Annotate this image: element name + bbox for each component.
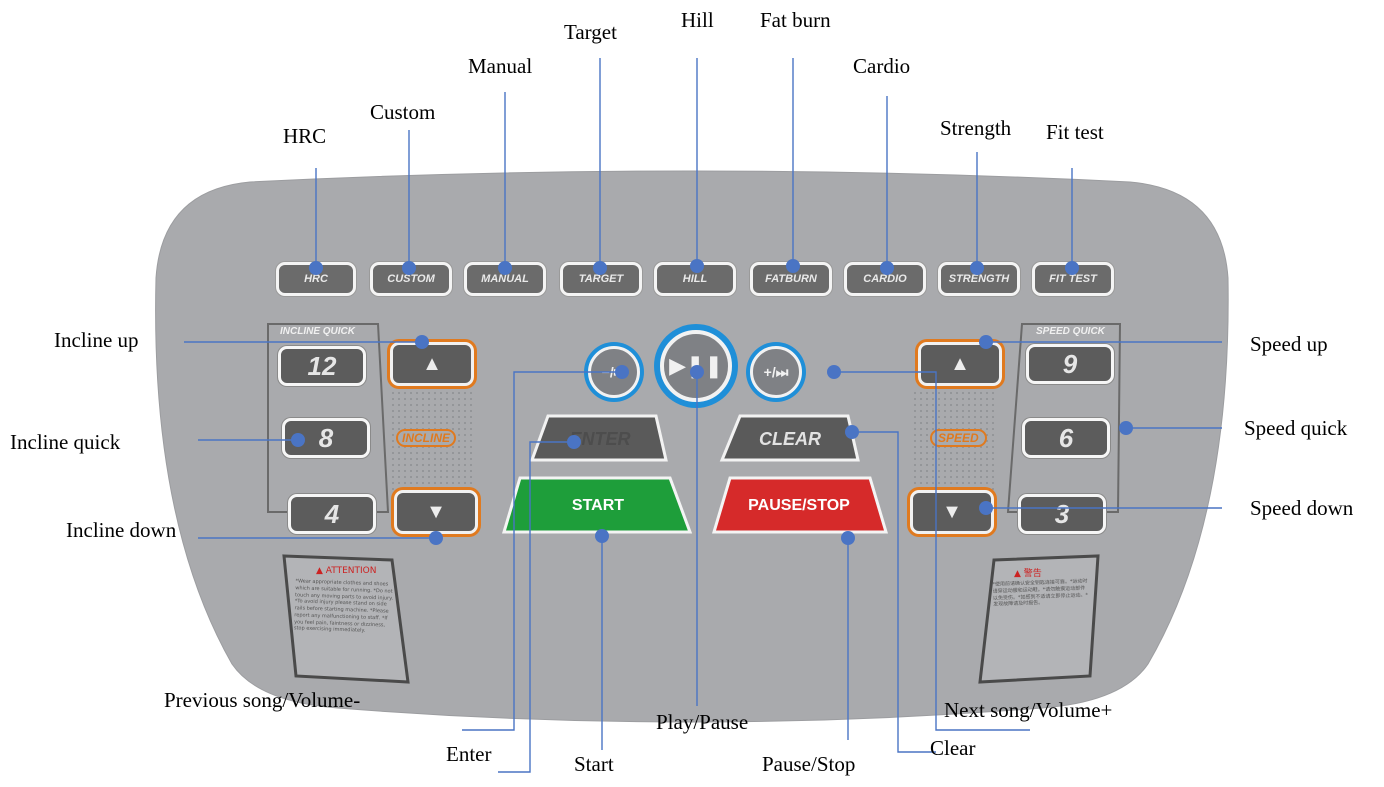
callout-dot-previous-song (615, 365, 629, 379)
callout-dot-incline-quick (291, 433, 305, 447)
triangle-up-icon: ▲ (950, 352, 970, 375)
callout-dot-fatburn (786, 259, 800, 273)
warning-title: 警告 (1023, 569, 1042, 579)
enter-button[interactable]: ENTER (569, 428, 631, 449)
speed-up-button[interactable]: ▲ (918, 342, 1002, 386)
callout-dot-enter (567, 435, 581, 449)
incline-down-button[interactable]: ▼ (394, 490, 478, 534)
next-volume-up-icon: +/⏭ (763, 363, 789, 380)
callout-cardio: Cardio (853, 54, 911, 78)
speed-quick-3-button[interactable]: 3 (1018, 494, 1106, 534)
triangle-up-icon: ▲ (422, 352, 442, 375)
attention-text: *Wear appropriate clothes and shoes whic… (293, 578, 394, 634)
callout-dot-fit-test (1065, 261, 1079, 275)
callout-incline-quick: Incline quick (10, 430, 121, 454)
callout-previous-song: Previous song/Volume- (164, 688, 361, 712)
callout-hrc: HRC (283, 124, 327, 148)
callout-dot-next-song (827, 365, 841, 379)
speed-label: SPEED (930, 429, 987, 447)
callout-target: Target (564, 20, 617, 44)
next-volume-up-button[interactable]: +/⏭ (750, 346, 802, 398)
callout-dot-strength (970, 261, 984, 275)
callout-dot-clear (845, 425, 859, 439)
speed-quick-9-button[interactable]: 9 (1026, 344, 1114, 384)
callout-incline-up: Incline up (54, 328, 139, 352)
clear-button[interactable]: CLEAR (759, 428, 821, 449)
attention-heading: ▲ ATTENTION (316, 566, 376, 576)
start-button[interactable]: START (571, 497, 625, 514)
callout-dot-custom (402, 261, 416, 275)
triangle-down-icon: ▼ (942, 500, 962, 523)
callout-dot-incline-up (415, 335, 429, 349)
callout-strength: Strength (940, 116, 1012, 140)
callout-dot-play-pause (690, 365, 704, 379)
warning-triangle-icon: ▲ (1014, 569, 1021, 579)
speed-quick-title: SPEED QUICK (1036, 326, 1105, 337)
callout-fat-burn: Fat burn (760, 8, 831, 32)
callout-dot-hrc (309, 261, 323, 275)
callout-clear: Clear (930, 736, 976, 760)
callout-dot-hill (690, 259, 704, 273)
incline-label: INCLINE (396, 429, 456, 447)
callout-fit-test: Fit test (1046, 120, 1104, 144)
callout-enter: Enter (446, 742, 492, 766)
callout-custom: Custom (370, 100, 436, 124)
triangle-down-icon: ▼ (426, 500, 446, 523)
callout-next-song: Next song/Volume+ (944, 698, 1113, 722)
incline-quick-4-button[interactable]: 4 (288, 494, 376, 534)
callout-dot-speed-down (979, 501, 993, 515)
speed-quick-6-button[interactable]: 6 (1022, 418, 1110, 458)
callout-speed-up: Speed up (1250, 332, 1328, 356)
pause-stop-button[interactable]: PAUSE/STOP (748, 497, 850, 514)
callout-pause-stop: Pause/Stop (762, 752, 856, 776)
incline-up-button[interactable]: ▲ (390, 342, 474, 386)
warning-text: *使用前请确认安全钥匙连接可靠。*运动时请穿运动服和运动鞋。*请勿触摸运动部件以… (992, 578, 1089, 608)
callout-hill: Hill (681, 8, 714, 32)
callout-dot-cardio (880, 261, 894, 275)
callout-manual: Manual (468, 54, 533, 78)
callout-dot-manual (498, 261, 512, 275)
attention-title: ATTENTION (325, 566, 377, 576)
previous-volume-down-button[interactable]: −/⏮ (588, 346, 640, 398)
callout-incline-down: Incline down (66, 518, 177, 542)
program-button-hrc[interactable]: HRC (276, 262, 356, 296)
warning-heading: ▲ 警告 (1014, 566, 1042, 579)
incline-quick-12-button[interactable]: 12 (278, 346, 366, 386)
callout-dot-start (595, 529, 609, 543)
callout-dot-target (593, 261, 607, 275)
callout-play-pause: Play/Pause (656, 710, 749, 734)
callout-dot-incline-down (429, 531, 443, 545)
warning-triangle-icon: ▲ (316, 566, 323, 576)
callout-dot-speed-up (979, 335, 993, 349)
callout-start: Start (574, 752, 614, 776)
callout-dot-speed-quick (1119, 421, 1133, 435)
incline-quick-title: INCLINE QUICK (280, 326, 355, 337)
callout-dot-pause-stop (841, 531, 855, 545)
callout-speed-quick: Speed quick (1244, 416, 1348, 440)
callout-speed-down: Speed down (1250, 496, 1354, 520)
